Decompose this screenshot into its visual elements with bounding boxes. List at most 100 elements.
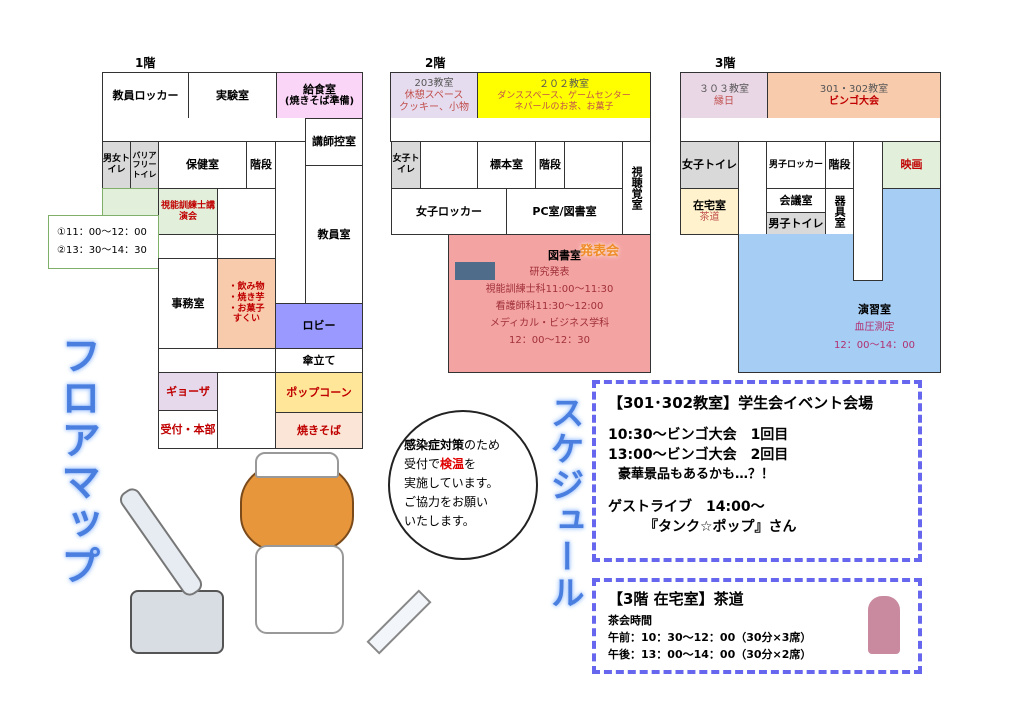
- floor2-label: 2階: [425, 56, 446, 70]
- nurse-uniform: [255, 545, 344, 634]
- syringe-icon: [366, 589, 432, 655]
- schedule1-artist: 『タンク☆ポップ』さん: [644, 519, 797, 535]
- room-library: 図書室 研究発表 視能訓練士科11:00～11:30 看護師科11:30～12:…: [448, 234, 651, 373]
- blood-pressure-monitor-icon: [130, 590, 224, 654]
- home-room-sub: 茶道: [699, 212, 720, 224]
- room-203: 203教室休憩スペースクッキー、小物: [390, 72, 478, 119]
- room-movie: 映画: [882, 141, 941, 189]
- room-202-label: ２０２教室: [539, 78, 589, 90]
- schedule2-sub: 茶会時間: [608, 614, 652, 627]
- schedule1-heading: 【301･302教室】学生会イベント会場: [608, 394, 874, 412]
- room-womens-locker: 女子ロッカー: [391, 188, 507, 235]
- room-equipment: 器具室: [825, 188, 854, 235]
- room-yakisoba: 焼きそば: [275, 412, 363, 449]
- room-blank-e: [420, 141, 478, 189]
- floor3-label: 3階: [715, 56, 736, 70]
- room-mens-locker: 男子ロッカー: [766, 141, 826, 189]
- room-blank-b: [158, 234, 218, 259]
- kitchen-sub: (焼きそば準備): [284, 96, 355, 108]
- corridor-3f: [680, 118, 941, 142]
- schedule1-line: 13:00～ビンゴ大会 2回目: [608, 447, 789, 463]
- room-stairs-1f: 階段: [246, 141, 276, 189]
- schedule-box-tea: 【3階 在宅室】茶道 茶会時間 午前：10：30～12：00（30分×3席） 午…: [592, 578, 922, 674]
- room-lobby: ロビー: [275, 303, 363, 349]
- practice-room-time: 12：00～14：00: [834, 340, 915, 351]
- room-popcorn: ポップコーン: [275, 372, 363, 413]
- library-line: 12：00～12：30: [509, 335, 590, 347]
- room-av: 視聴覚室: [622, 141, 651, 235]
- room-pc-library: PC室/図書室: [506, 188, 623, 235]
- corridor-lobby: [275, 258, 306, 304]
- schedule-title: スケジュール: [544, 395, 584, 611]
- library-line: 視能訓練士科11:00～11:30: [485, 284, 614, 296]
- home-room-label: 在宅室: [693, 198, 726, 212]
- room-blank-d: [217, 372, 276, 449]
- lecture-times: ①11：00～12：00 ②13：30～14：30: [48, 215, 159, 269]
- room-reception: 受付・本部: [158, 410, 218, 449]
- room-301-302: 301・302教室ビンゴ大会: [767, 72, 941, 119]
- lecture-time-2: ②13：30～14：30: [57, 245, 147, 256]
- schedule-box-bingo: 【301･302教室】学生会イベント会場 10:30～ビンゴ大会 1回目 13:…: [592, 380, 922, 562]
- floor-map-title: フロアマップ: [54, 335, 100, 587]
- snack-item: ・飲み物: [228, 281, 265, 292]
- room-202-line: ネパールのお茶、お菓子: [514, 101, 614, 112]
- corridor-1f-lower: [158, 348, 276, 373]
- library-line: メディカル・ビジネス学科: [489, 318, 610, 330]
- practice-room-label: 演習室: [858, 302, 891, 316]
- room-meeting: 会議室: [766, 188, 826, 213]
- room-203-label: 203教室: [414, 77, 454, 89]
- lecture-annex: [102, 188, 159, 216]
- room-203-line: 休憩スペース: [404, 89, 464, 101]
- library-line: 研究発表: [529, 267, 570, 279]
- snack-item: すくい: [232, 314, 260, 325]
- room-office: 事務室: [158, 258, 218, 349]
- corridor-3f-end: [853, 234, 883, 281]
- library-label: 図書室: [548, 249, 581, 262]
- notice-text: いたします。: [404, 514, 475, 528]
- notice-highlight: 検温: [440, 457, 465, 471]
- room-staff: 教員室: [305, 165, 363, 304]
- room-2f-womens-toilet: 女子トイレ: [391, 141, 421, 189]
- tea-ceremony-woman-illustration: [868, 596, 900, 654]
- schedule1-live: ゲストライブ 14:00～: [608, 499, 765, 515]
- floor1-label: 1階: [135, 56, 156, 70]
- notice-text: 受付で: [404, 457, 441, 471]
- notice-bubble: 感染症対策のため 受付で検温を 実施しています。 ご協力をお願い いたします。: [388, 410, 538, 560]
- room-stairs-3f: 階段: [825, 141, 854, 189]
- room-specimen: 標本室: [477, 141, 536, 189]
- nurse-cap-icon: [255, 452, 339, 478]
- room-mens-toilet: 男子トイレ: [766, 212, 826, 235]
- corridor-1f: [102, 118, 306, 142]
- room-teacher-locker: 教員ロッカー: [102, 72, 189, 119]
- room-unisex-toilet: 男女トイレ: [102, 141, 131, 189]
- thermometer-icon: [116, 484, 206, 600]
- room-gyoza: ギョーザ: [158, 372, 218, 411]
- snack-item: ・焼き芋: [228, 292, 265, 303]
- presentation-badge: 発表会: [580, 244, 620, 259]
- room-303-label: ３０３教室: [699, 83, 749, 95]
- notice-text: ご協力をお願い: [404, 495, 489, 509]
- room-lecturer: 講師控室: [305, 118, 363, 166]
- room-snacks: ・飲み物・焼き芋・お菓子すくい: [217, 258, 276, 349]
- room-health: 保健室: [158, 141, 247, 189]
- audience-illustration: [455, 262, 495, 280]
- notice-text: 実施しています。: [404, 476, 499, 490]
- room-kitchen: 給食室(焼きそば準備): [276, 72, 363, 119]
- room-blank-a: [217, 188, 276, 235]
- schedule2-heading: 【3階 在宅室】茶道: [608, 590, 744, 608]
- lecture-time-1: ①11：00～12：00: [57, 227, 147, 238]
- room-home: 在宅室茶道: [680, 188, 739, 235]
- snack-item: ・お菓子: [228, 303, 265, 314]
- schedule1-line: 10:30～ビンゴ大会 1回目: [608, 427, 789, 443]
- notice-text: を: [464, 457, 477, 471]
- room-barrier-free-toilet: バリアフリートイレ: [130, 141, 159, 189]
- room-blank-f: [564, 141, 623, 189]
- room-lecture: 視能訓練士講演会: [158, 188, 218, 235]
- room-301-302-label: 301・302教室: [819, 83, 889, 95]
- corridor-2f: [390, 118, 651, 142]
- practice-room-extension: [882, 188, 941, 238]
- room-umbrella: 傘立て: [275, 348, 363, 373]
- library-line: 看護師科11:30～12:00: [495, 301, 604, 313]
- room-blank-c: [217, 234, 276, 259]
